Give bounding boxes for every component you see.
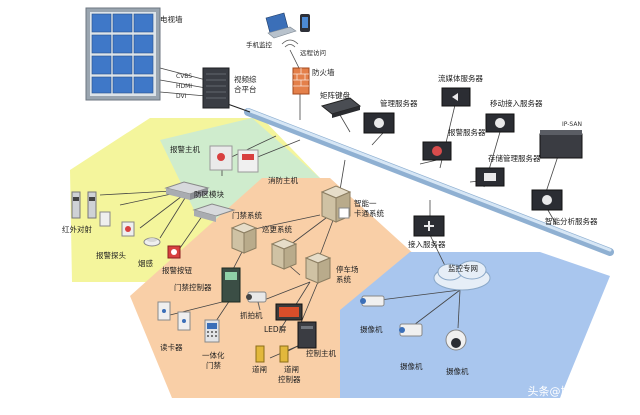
label-card-system-1: 智能一 [354, 198, 377, 208]
label-hdmi: HDMI [176, 83, 192, 90]
label-gate: 道闸 [252, 364, 267, 374]
zone-module-icon [164, 181, 210, 200]
network-backbone-highlight [246, 108, 612, 252]
label-access-server: 接入服务器 [408, 239, 446, 249]
alarm-host-icon [209, 145, 233, 171]
label-capture-camera: 抓拍机 [240, 310, 263, 320]
gate-controller-icon [279, 345, 289, 363]
label-gate-controller-2: 控制器 [278, 374, 301, 384]
mobile-access-server-icon [485, 113, 515, 133]
analysis-server-icon [531, 189, 563, 211]
label-card-system-2: 卡通系统 [354, 208, 384, 218]
camera-2-icon [399, 323, 423, 337]
label-dvi: DVI [176, 93, 187, 100]
phone-icon [300, 14, 310, 32]
label-parking-system-1: 停车场 [336, 264, 359, 274]
label-mgmt-server: 管理服务器 [380, 98, 418, 108]
label-gate-controller-1: 道闸 [284, 364, 299, 374]
laptop-icon [265, 12, 297, 39]
label-matrix-keyboard: 矩阵键盘 [320, 90, 350, 100]
label-zone-module: 防区模块 [194, 189, 224, 199]
integrated-access-icon [204, 319, 220, 343]
watermark: 头条@尬聊科技 [528, 384, 605, 398]
label-alarm-server: 报警服务器 [448, 127, 486, 137]
label-mobile-access-server: 移动接入服务器 [490, 98, 543, 108]
label-access-system: 门禁系统 [232, 210, 262, 220]
label-door-controller: 门禁控制器 [174, 282, 212, 292]
label-smoke: 烟感 [138, 258, 153, 268]
card-system-server-icon [320, 185, 352, 223]
label-integrated-access-1: 一体化 [202, 350, 225, 360]
label-fire-host: 消防主机 [268, 175, 298, 185]
firewall-icon [292, 67, 310, 95]
label-ip-san: IP-SAN [562, 121, 582, 128]
label-camera-1: 摄像机 [360, 324, 383, 334]
label-alarm-button: 报警按钮 [162, 265, 192, 275]
fire-host-icon [237, 149, 259, 173]
label-control-host: 控制主机 [306, 348, 336, 358]
smoke-detector-icon [143, 237, 161, 247]
card-reader-icon [157, 301, 191, 331]
storage-server-icon [475, 167, 505, 187]
alarm-button-icon [167, 245, 181, 259]
streaming-server-icon [441, 87, 471, 107]
network-backbone [244, 108, 614, 256]
label-camera-3: 摄像机 [446, 366, 469, 376]
label-infrared: 红外对射 [62, 224, 92, 234]
label-camera-2: 摄像机 [400, 361, 423, 371]
label-cvbs: CVBS [176, 73, 192, 80]
tv-wall-icon [85, 7, 161, 101]
zone-blue-monitoring [340, 252, 610, 398]
label-alarm-probe: 报警探头 [96, 250, 126, 260]
alarm-server-icon [422, 141, 452, 161]
label-firewall: 防火墙 [312, 67, 335, 77]
camera-1-icon [360, 295, 385, 307]
capture-camera-icon [246, 291, 267, 311]
label-card-reader: 读卡器 [160, 342, 183, 352]
label-storage-server: 存储管理服务器 [488, 153, 541, 163]
parking-system-server-icon [304, 252, 332, 284]
mgmt-server-icon [363, 112, 395, 134]
led-screen-icon [275, 303, 303, 321]
label-remote-access: 远程访问 [300, 48, 326, 57]
label-mobile-monitor: 手机监控 [246, 40, 273, 49]
label-video-platform-1: 视频综 [234, 74, 257, 84]
label-alarm-host: 报警主机 [170, 144, 200, 154]
ip-san-icon [539, 130, 583, 159]
door-controller-icon [221, 267, 241, 303]
access-server-icon [413, 215, 445, 237]
label-integrated-access-2: 门禁 [206, 361, 221, 370]
zone-module-2-icon [192, 203, 236, 222]
label-parking-system-2: 系统 [336, 274, 351, 284]
label-streaming-server: 流媒体服务器 [438, 73, 483, 83]
label-video-platform-2: 合平台 [234, 84, 257, 94]
alarm-probe-icon [99, 211, 135, 237]
label-analysis-server: 智能分析服务器 [545, 216, 598, 226]
control-host-icon [297, 321, 317, 349]
label-tv-wall: 电视墙 [160, 14, 183, 24]
wifi-signal-icon [281, 39, 299, 48]
gate-icon [255, 345, 265, 363]
patrol-system-server-icon [270, 238, 298, 270]
video-platform-icon [202, 67, 230, 109]
camera-3-icon [445, 329, 467, 351]
cloud-icon [433, 260, 491, 291]
label-led-screen: LED屏 [264, 325, 287, 334]
label-patrol-system: 巡更系统 [262, 224, 292, 234]
matrix-keyboard-icon [320, 97, 362, 118]
access-system-server-icon [230, 222, 258, 254]
label-monitor-network: 监控专网 [448, 263, 478, 273]
infrared-icon [71, 191, 97, 219]
